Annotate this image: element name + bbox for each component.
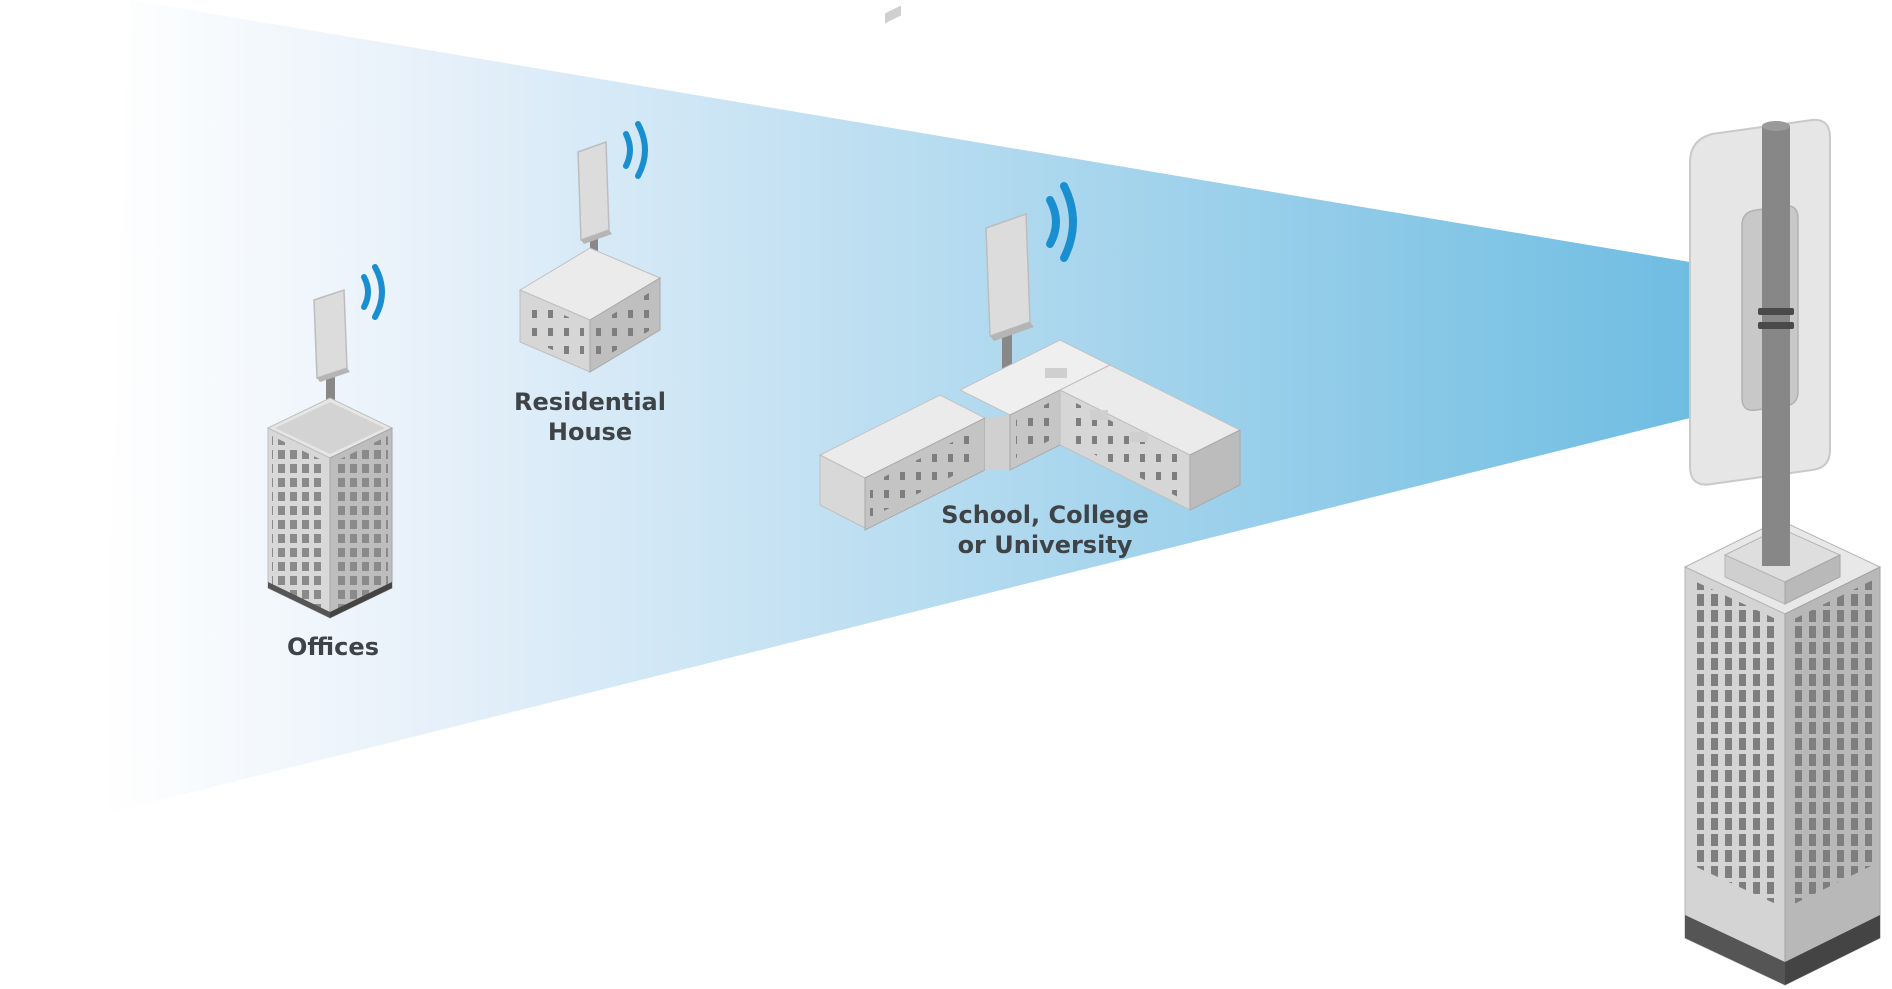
offices-label: Offices [287,633,379,661]
residential-label-line2: House [548,418,632,446]
wifi-signal-icon [1046,182,1077,262]
school-label-line1: School, College [941,501,1149,529]
panel-antenna-icon [313,288,350,382]
offices-site: Offices [266,264,394,661]
wifi-signal-icon [361,264,385,320]
school-building [818,5,1242,531]
coverage-beam [100,0,1690,815]
residential-site: Residential House [514,121,666,446]
offices-building [266,397,394,619]
school-antenna-pole [1002,332,1012,390]
school-label-line2: or University [958,531,1133,559]
panel-antenna-icon [985,212,1034,341]
residential-label-line1: Residential [514,388,666,416]
residential-building [518,247,662,373]
panel-antenna-icon [577,140,612,244]
school-site: School, College or University [818,5,1242,559]
panel-antenna-icon [1689,118,1831,486]
tower-building-icon [1683,519,1882,986]
wifi-signal-icon [623,121,648,179]
tower-mast [1758,121,1794,566]
